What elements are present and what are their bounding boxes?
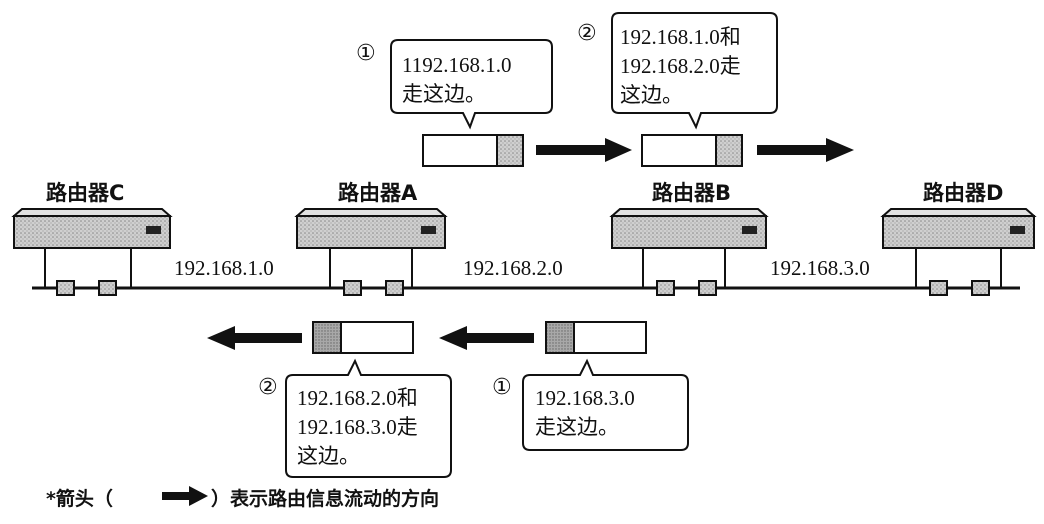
arrow-left-icon xyxy=(439,326,534,350)
callout-top-left: ① 1192.168.1.0 走这边。 xyxy=(356,39,553,130)
callout-number: ② xyxy=(258,375,278,400)
callout-line: 这边。 xyxy=(297,444,360,468)
callout-bottom-left: ② 192.168.2.0和 192.168.3.0走 这边。 xyxy=(258,358,452,478)
callout-line: 走这边。 xyxy=(402,82,486,106)
router-d-icon xyxy=(880,208,1037,288)
packet-top-1 xyxy=(422,134,524,167)
speech-bubble xyxy=(390,39,553,130)
arrow-left-icon xyxy=(207,326,302,350)
callout-number: ① xyxy=(356,41,376,66)
router-a-icon xyxy=(294,208,448,288)
speech-bubble xyxy=(285,358,452,478)
legend: *箭头（ ）表示路由信息流动的方向 xyxy=(46,486,439,510)
callout-number: ① xyxy=(492,375,512,400)
callout-top-right: ② 192.168.1.0和 192.168.2.0走 这边。 xyxy=(577,12,778,130)
speech-bubble xyxy=(611,12,778,130)
legend-prefix: *箭头（ xyxy=(46,487,113,510)
callout-bottom-right: ① 192.168.3.0 走这边。 xyxy=(492,358,689,451)
router-label-d: 路由器D xyxy=(923,181,1003,205)
callout-line: 1192.168.1.0 xyxy=(402,53,511,77)
packet-bottom-2 xyxy=(545,321,647,354)
callout-line: 192.168.2.0和 xyxy=(297,386,418,410)
router-b-icon xyxy=(609,208,769,288)
callout-line: 192.168.3.0走 xyxy=(297,415,418,439)
packet-bottom-1 xyxy=(312,321,414,354)
packet-top-2 xyxy=(641,134,743,167)
network-label-1: 192.168.1.0 xyxy=(174,256,274,280)
router-label-a: 路由器A xyxy=(338,181,418,205)
port-icons xyxy=(56,280,990,296)
network-label-3: 192.168.3.0 xyxy=(770,256,870,280)
callout-number: ② xyxy=(577,21,597,46)
callout-line: 走这边。 xyxy=(535,415,619,439)
router-c-icon xyxy=(11,208,173,288)
callout-line: 192.168.3.0 xyxy=(535,386,635,410)
callout-line: 192.168.2.0走 xyxy=(620,54,741,78)
router-label-c: 路由器C xyxy=(46,181,124,205)
network-label-2: 192.168.2.0 xyxy=(463,256,563,280)
callout-line: 192.168.1.0和 xyxy=(620,25,741,49)
arrow-right-icon xyxy=(757,138,854,162)
callout-line: 这边。 xyxy=(620,83,683,107)
legend-suffix: ）表示路由信息流动的方向 xyxy=(211,487,439,510)
speech-bubble xyxy=(522,358,689,451)
arrow-right-icon xyxy=(536,138,632,162)
router-label-b: 路由器B xyxy=(652,181,731,205)
arrow-right-icon xyxy=(162,486,208,506)
